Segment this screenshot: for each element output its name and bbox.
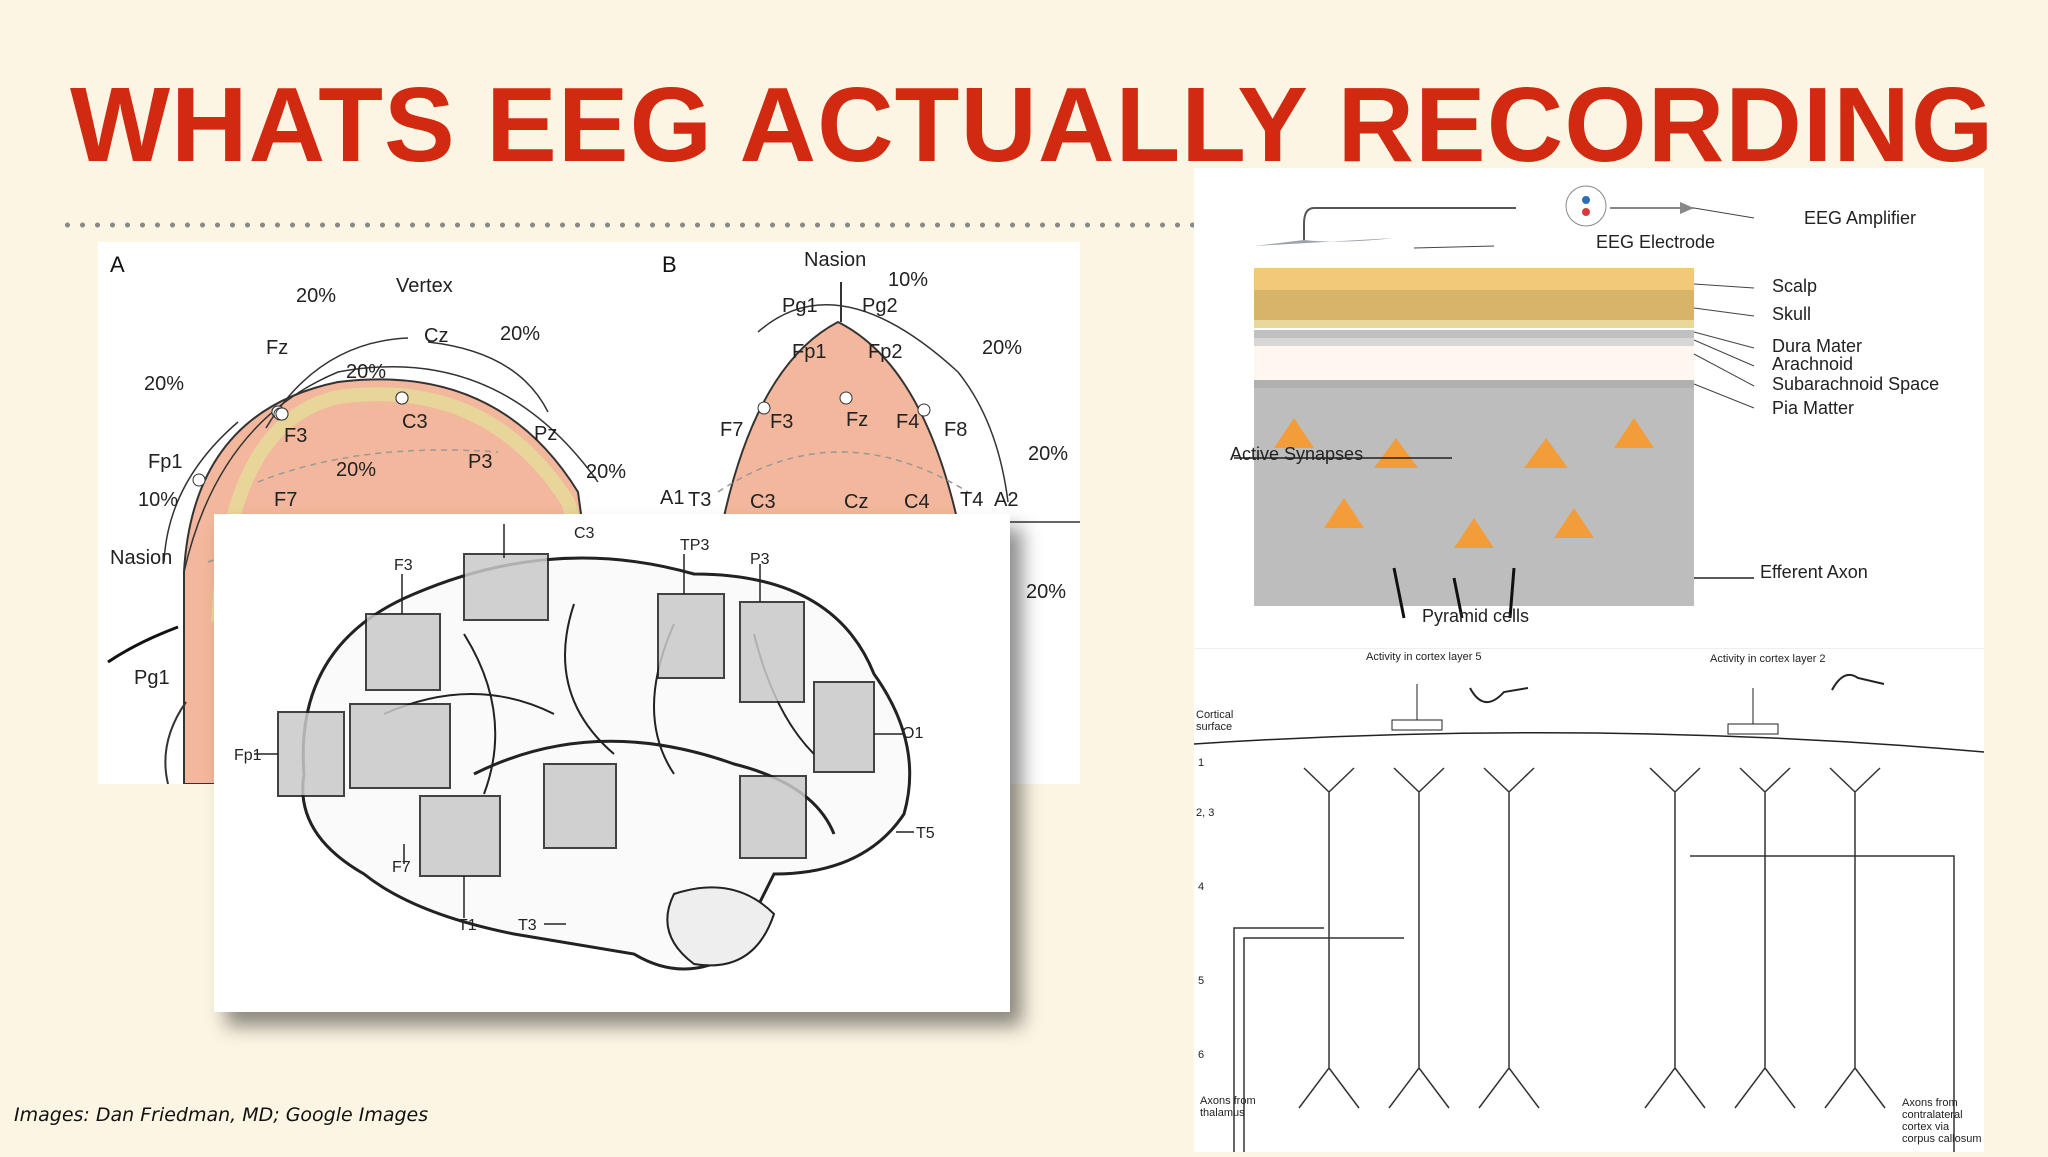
label-thal-1: Axons from bbox=[1200, 1095, 1256, 1107]
image-credit: Images: Dan Friedman, MD; Google Images bbox=[14, 1104, 429, 1126]
figure-cortex-schematic: Activity in cortex layer 5 Activity in c… bbox=[1193, 647, 1985, 1152]
layer-num-2-3: 2, 3 bbox=[1196, 807, 1214, 819]
label-b-18: T4 bbox=[960, 489, 983, 511]
label-b-15: C3 bbox=[750, 491, 776, 513]
label-cortical: Cortical bbox=[1196, 709, 1233, 721]
label-layer-2: Dura Mater bbox=[1772, 336, 1862, 356]
layer-num-5: 5 bbox=[1198, 975, 1204, 987]
layer-num-1: 1 bbox=[1198, 757, 1204, 769]
label-b-6: 20% bbox=[982, 337, 1022, 359]
label-b-19: A2 bbox=[994, 489, 1018, 511]
label-thal-2: thalamus bbox=[1200, 1107, 1245, 1119]
label-a-2: 20% bbox=[500, 323, 540, 345]
brain-label-2: P3 bbox=[750, 551, 770, 568]
label-layer-5: Pia Matter bbox=[1772, 398, 1854, 418]
label-contra-4: corpus callosum bbox=[1902, 1133, 1981, 1145]
label-contra-3: cortex via bbox=[1902, 1121, 1950, 1133]
label-a-12: C3 bbox=[402, 411, 428, 433]
label-b-3: Pg2 bbox=[862, 295, 898, 317]
figure-scalp-layers: EEG Amplifier EEG Electrode Scalp Skull … bbox=[1194, 168, 1984, 648]
brain-label-6: F7 bbox=[392, 859, 411, 876]
label-b-20: 20% bbox=[1026, 581, 1066, 603]
label-a-9: Fz bbox=[266, 337, 288, 359]
label-a-6: 20% bbox=[144, 373, 184, 395]
label-pyramid-cells: Pyramid cells bbox=[1422, 606, 1529, 626]
label-a-7: 10% bbox=[138, 489, 178, 511]
label-surface: surface bbox=[1196, 721, 1232, 733]
label-b-16: Cz bbox=[844, 491, 868, 513]
brain-diagram: C3 TP3 P3 F3 Fp1 O1 F7 T5 T1 T3 bbox=[234, 524, 935, 971]
cortex-schematic-diagram: Activity in cortex layer 5 Activity in c… bbox=[1193, 647, 1985, 1152]
label-b-12: 20% bbox=[1028, 443, 1068, 465]
label-a-5: 20% bbox=[586, 461, 626, 483]
layer-num-4: 4 bbox=[1198, 881, 1204, 893]
label-b-17: C4 bbox=[904, 491, 930, 513]
brain-label-5: O1 bbox=[902, 725, 923, 742]
label-contra-1: Axons from bbox=[1902, 1097, 1958, 1109]
label-layer-3: Arachnoid bbox=[1772, 354, 1853, 374]
label-b-14: T3 bbox=[688, 489, 711, 511]
label-b-0: Nasion bbox=[804, 249, 866, 271]
label-b-4: Fp1 bbox=[792, 341, 826, 363]
layer-num-6: 6 bbox=[1198, 1049, 1204, 1061]
label-a-0: 20% bbox=[296, 285, 336, 307]
brain-label-3: F3 bbox=[394, 557, 413, 574]
label-b-11: F8 bbox=[944, 419, 967, 441]
label-a-3: 20% bbox=[346, 361, 386, 383]
label-layer-1: Skull bbox=[1772, 304, 1811, 324]
label-b-7: F7 bbox=[720, 419, 743, 441]
brain-label-0: C3 bbox=[574, 525, 595, 542]
figure-brain-electrodes: C3 TP3 P3 F3 Fp1 O1 F7 T5 T1 T3 bbox=[214, 514, 1010, 1012]
label-a-15: Fp1 bbox=[148, 451, 182, 473]
label-a-8: Nasion bbox=[110, 547, 172, 569]
label-eeg-amplifier: EEG Amplifier bbox=[1804, 208, 1916, 228]
label-b-10: F4 bbox=[896, 411, 919, 433]
label-a-16: F7 bbox=[274, 489, 297, 511]
label-activity-layer2: Activity in cortex layer 2 bbox=[1710, 653, 1826, 665]
label-a-4: 20% bbox=[336, 459, 376, 481]
slide-title: WHATS EEG ACTUALLY RECORDING bbox=[70, 66, 1995, 184]
scalp-layers-diagram: EEG Amplifier EEG Electrode Scalp Skull … bbox=[1230, 185, 1939, 626]
label-a-1: Vertex bbox=[396, 275, 453, 297]
label-a-13: P3 bbox=[468, 451, 492, 473]
label-active-synapses: Active Synapses bbox=[1230, 444, 1363, 464]
label-b-8: F3 bbox=[770, 411, 793, 433]
panel-b-label: B bbox=[662, 252, 677, 277]
brain-label-1: TP3 bbox=[680, 537, 709, 554]
label-a-11: F3 bbox=[284, 425, 307, 447]
label-b-5: Fp2 bbox=[868, 341, 902, 363]
dotted-divider bbox=[60, 222, 1260, 228]
label-layer-4: Subarachnoid Space bbox=[1772, 374, 1939, 394]
brain-label-8: T1 bbox=[458, 917, 477, 934]
label-eeg-electrode: EEG Electrode bbox=[1596, 232, 1715, 252]
label-b-9: Fz bbox=[846, 409, 868, 431]
brain-label-4: Fp1 bbox=[234, 747, 262, 764]
label-contra-2: contralateral bbox=[1902, 1109, 1963, 1121]
label-a-14: Pz bbox=[534, 423, 557, 445]
label-a-10: Cz bbox=[424, 325, 448, 347]
brain-label-7: T5 bbox=[916, 825, 935, 842]
label-b-1: 10% bbox=[888, 269, 928, 291]
label-a-17: Pg1 bbox=[134, 667, 170, 689]
label-efferent-axon: Efferent Axon bbox=[1760, 562, 1868, 582]
panel-a-label: A bbox=[110, 252, 125, 277]
label-b-13: A1 bbox=[660, 487, 684, 509]
brain-label-9: T3 bbox=[518, 917, 537, 934]
label-layer-0: Scalp bbox=[1772, 276, 1817, 296]
label-b-2: Pg1 bbox=[782, 295, 818, 317]
label-activity-layer5: Activity in cortex layer 5 bbox=[1366, 651, 1482, 663]
